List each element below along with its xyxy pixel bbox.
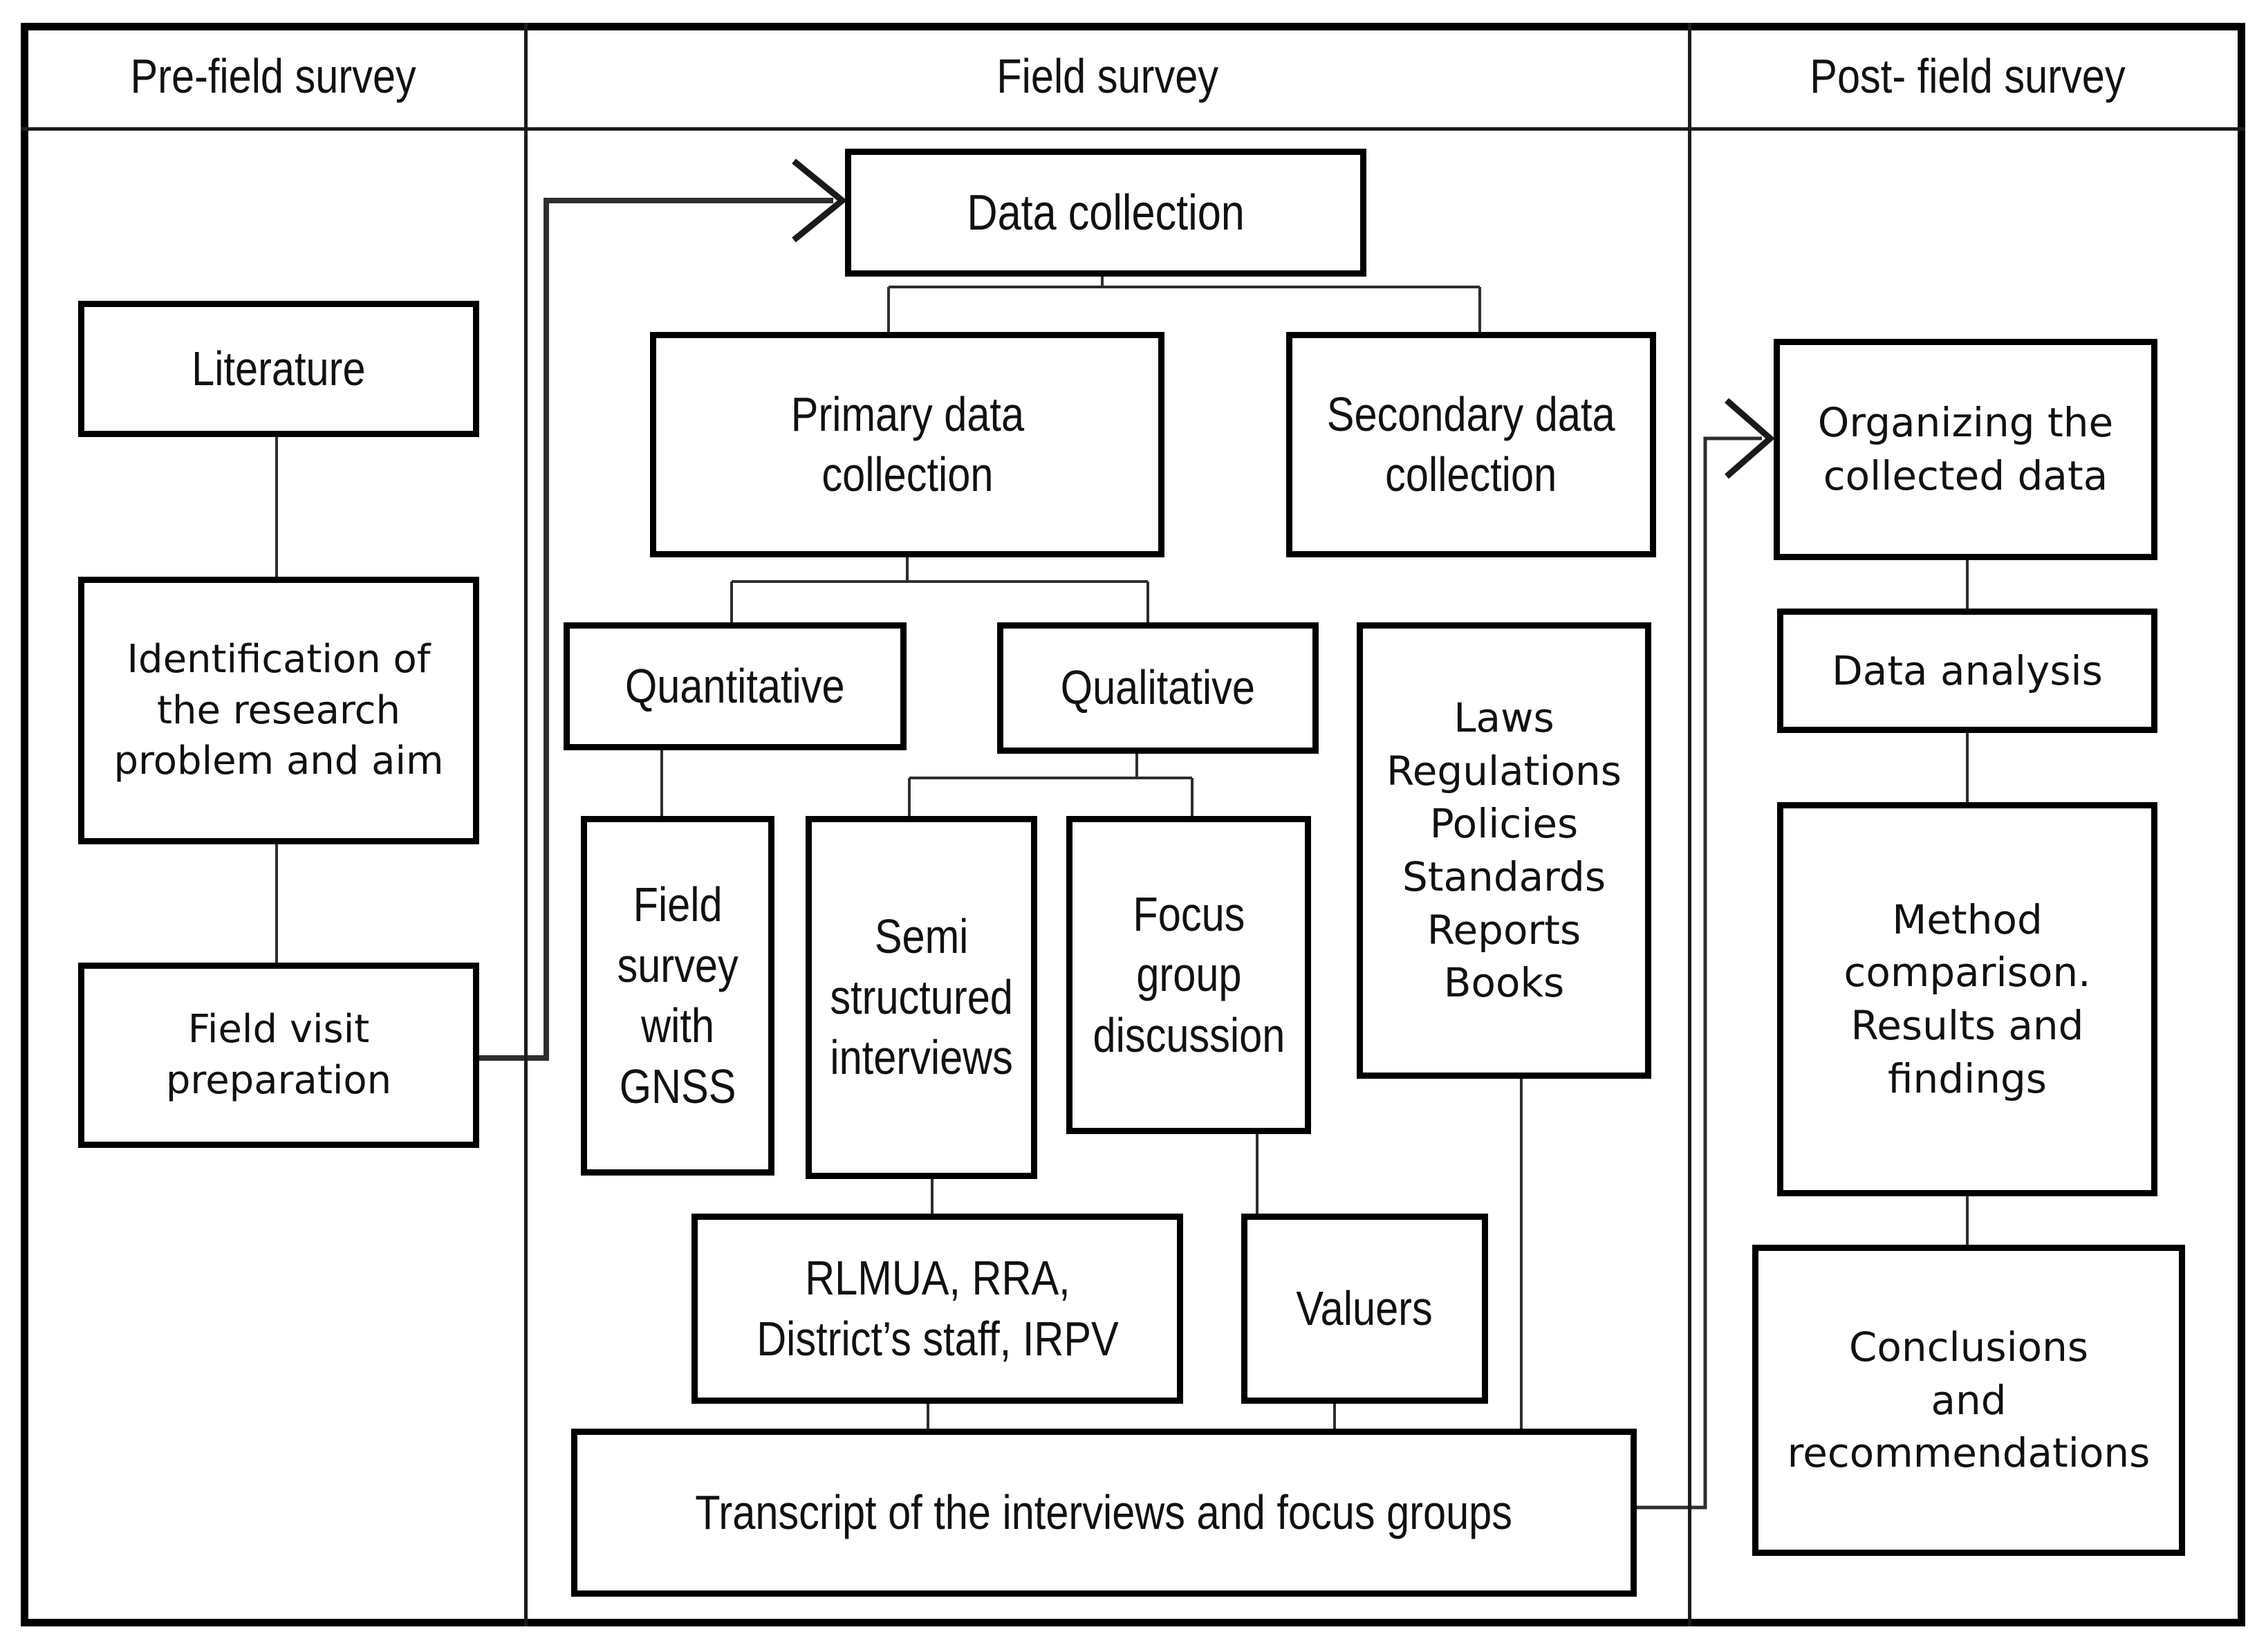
node-identification-research-problem: Identification of the research problem a… <box>78 577 479 844</box>
lane-header-label: Pre-field survey <box>130 49 416 104</box>
node-label: Field visit preparation <box>165 1007 392 1103</box>
arrowhead-into-organizing-icon <box>1725 398 1775 479</box>
node-label: Method comparison. Results and findings <box>1844 895 2091 1102</box>
node-semi-structured-interviews: Semi structured interviews <box>806 816 1037 1179</box>
node-transcript-interviews-focus-groups: Transcript of the interviews and focus g… <box>571 1429 1637 1597</box>
arrowhead-into-data-collection-icon <box>792 158 848 243</box>
node-label: Data analysis <box>1832 647 2103 694</box>
node-label: Identification of the research problem a… <box>113 636 444 784</box>
node-label: Data collection <box>967 185 1245 241</box>
connector-qualitative-branches <box>908 754 1194 816</box>
node-literature: Literature <box>78 301 479 437</box>
node-valuers: Valuers <box>1241 1214 1488 1404</box>
node-method-comparison-results: Method comparison. Results and findings <box>1777 802 2157 1196</box>
lane-header-label: Post- field survey <box>1809 49 2126 104</box>
node-laws-regulations-sources: Laws Regulations Policies Standards Repo… <box>1357 622 1651 1079</box>
connector-fieldvisit-datacollection <box>479 198 833 1061</box>
node-secondary-data-collection: Secondary data collection <box>1286 332 1656 557</box>
node-label: Qualitative <box>1060 660 1256 715</box>
connector-datacollection-branches <box>887 277 1481 332</box>
node-label: Transcript of the interviews and focus g… <box>695 1485 1513 1539</box>
lane-divider-right <box>1688 23 1691 1626</box>
node-conclusions-recommendations: Conclusions and recommendations <box>1752 1245 2185 1556</box>
node-label: Organizing the collected data <box>1817 399 2114 499</box>
lane-header-field-survey: Field survey <box>526 26 1689 127</box>
node-label: Semi structured interviews <box>830 909 1013 1085</box>
node-label: Field survey with GNSS <box>617 878 739 1113</box>
lane-header-label: Field survey <box>996 49 1218 104</box>
node-label: RLMUA, RRA, District’s staff, IRPV <box>756 1251 1119 1366</box>
connector-primary-branches <box>730 557 1149 622</box>
lane-header-pre-field-survey: Pre-field survey <box>21 26 526 127</box>
node-label: Primary data collection <box>790 387 1024 502</box>
node-label: Focus group discussion <box>1093 887 1285 1062</box>
lane-header-post-field-survey: Post- field survey <box>1689 26 2245 127</box>
header-rule <box>21 127 2245 131</box>
node-label: Literature <box>192 341 366 396</box>
node-qualitative: Qualitative <box>997 622 1319 754</box>
lane-divider-left <box>524 23 528 1626</box>
node-field-visit-preparation: Field visit preparation <box>78 963 479 1148</box>
node-label: Conclusions and recommendations <box>1787 1324 2151 1477</box>
node-data-collection: Data collection <box>845 149 1366 277</box>
node-label: Secondary data collection <box>1327 387 1615 502</box>
node-label: Laws Regulations Policies Standards Repo… <box>1386 694 1622 1007</box>
node-quantitative: Quantitative <box>564 622 907 750</box>
node-focus-group-discussion: Focus group discussion <box>1066 816 1311 1134</box>
node-label: Valuers <box>1296 1281 1433 1335</box>
node-label: Quantitative <box>625 658 845 713</box>
diagram-outer-border <box>21 23 2245 1626</box>
node-organizing-collected-data: Organizing the collected data <box>1774 339 2157 560</box>
node-rlmua-rra-district-irpv: RLMUA, RRA, District’s staff, IRPV <box>691 1214 1183 1404</box>
node-field-survey-gnss: Field survey with GNSS <box>581 816 774 1176</box>
connector-transcript-organizing <box>1637 436 1762 1510</box>
node-data-analysis: Data analysis <box>1777 609 2157 733</box>
node-primary-data-collection: Primary data collection <box>650 332 1164 557</box>
